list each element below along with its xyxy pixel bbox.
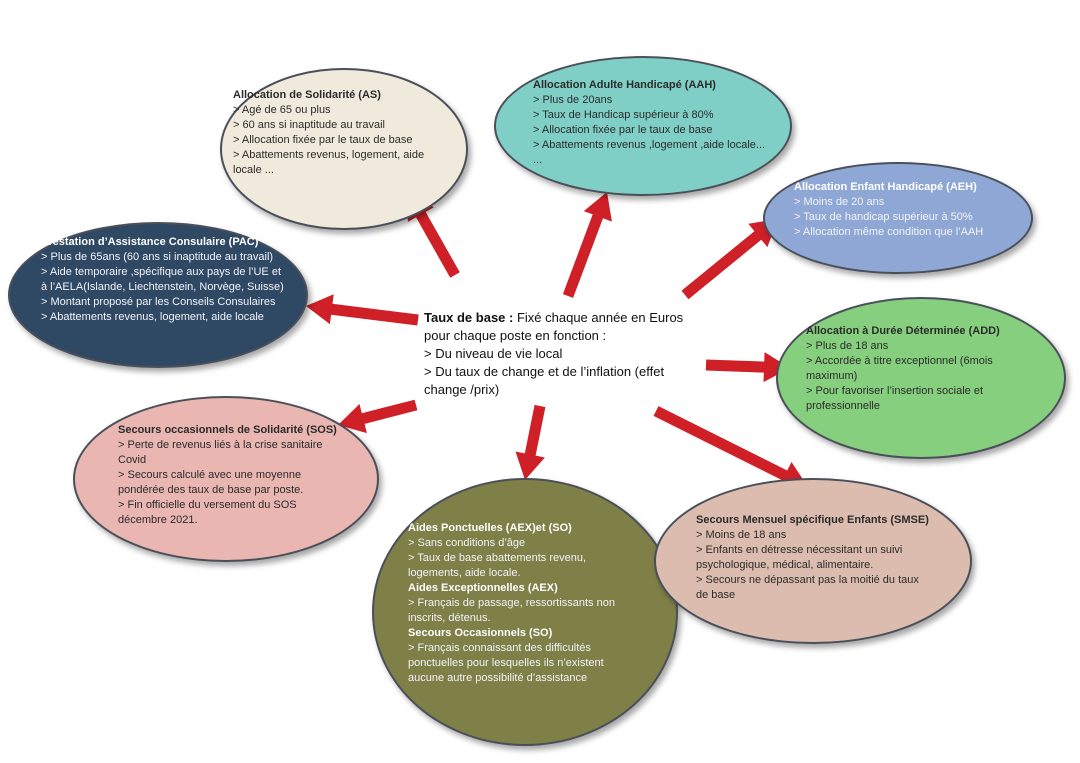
- sos-text: Secours occasionnels de Solidarité (SOS)…: [118, 423, 337, 528]
- arrow-to-sos: [338, 399, 418, 434]
- add-bubble: [776, 297, 1066, 459]
- as-line: > Agé de 65 ou plus: [233, 103, 331, 116]
- aeh-line: > Taux de handicap supérieur à 50%: [794, 210, 973, 223]
- as-title: Allocation de Solidarité (AS): [233, 89, 381, 101]
- center-line: > Du niveau de vie local: [424, 345, 563, 361]
- smse-line: > Moins de 18 ans: [696, 528, 787, 541]
- aah-bubble: [494, 56, 792, 196]
- aeh-line: > Moins de 20 ans: [794, 195, 885, 208]
- center-line: Fixé chaque année en Euros: [513, 310, 684, 325]
- pac-line: > Abattements revenus, logement, aide lo…: [41, 310, 264, 323]
- add-line: professionnelle: [806, 399, 880, 412]
- sos-line: décembre 2021.: [118, 513, 198, 526]
- arrow-to-aex: [515, 404, 546, 480]
- center-line: pour chaque poste en fonction :: [424, 327, 607, 343]
- sos-line: > Secours calculé avec une moyenne: [118, 468, 302, 481]
- arrow-to-as: [407, 192, 460, 278]
- aah-line: > Abattements revenus ,logement ,aide lo…: [533, 138, 766, 151]
- arrow-to-add: [705, 352, 790, 383]
- center-text: Taux de base : Fixé chaque année en Euro…: [424, 309, 724, 399]
- sos-line: > Fin officielle du versement du SOS: [118, 498, 297, 511]
- arrow-to-aah: [562, 192, 612, 298]
- as-line: > Abattements revenus, logement, aide: [233, 148, 425, 161]
- aex-line: > Sans conditions d’âge: [408, 536, 526, 549]
- as-line: locale ...: [233, 163, 274, 176]
- smse-line: psychologique, médical, alimentaire.: [696, 558, 874, 571]
- aex-bubble: [372, 478, 678, 746]
- add-line: maximum): [806, 369, 858, 382]
- aex-title: Aides Ponctuelles (AEX)et (SO): [408, 522, 572, 534]
- sos-bubble: [73, 396, 379, 562]
- pac-title: Prestation d’Assistance Consulaire (PAC): [41, 236, 259, 248]
- pac-line: > Aide temporaire ,spécifique aux pays d…: [41, 265, 281, 278]
- pac-line: > Montant proposé par les Conseils Consu…: [41, 295, 276, 308]
- smse-line: > Secours ne dépassant pas la moitié du …: [696, 573, 919, 586]
- add-line: > Plus de 18 ans: [806, 339, 889, 352]
- as-bubble: [220, 68, 468, 230]
- aeh-text: Allocation Enfant Handicapé (AEH) > Moin…: [794, 180, 983, 240]
- center-label: Taux de base :: [424, 310, 514, 325]
- aeh-bubble: [763, 162, 1033, 274]
- sos-line: > Perte de revenus liés à la crise sanit…: [118, 438, 323, 451]
- as-text: Allocation de Solidarité (AS) > Agé de 6…: [233, 88, 424, 178]
- sos-line: Covid: [118, 453, 147, 466]
- as-line: > Allocation fixée par le taux de base: [233, 133, 413, 146]
- smse-bubble: [654, 478, 972, 644]
- aex-line: logements, aide locale.: [408, 566, 521, 579]
- aex-exceptional-line: > Français de passage, ressortissants no…: [408, 596, 615, 609]
- add-text: Allocation à Durée Déterminée (ADD) > Pl…: [806, 324, 1000, 414]
- sos-title: Secours occasionnels de Solidarité (SOS): [118, 424, 337, 436]
- center-line-1: Taux de base : Fixé chaque année en Euro…: [424, 309, 724, 327]
- aah-line: > Plus de 20ans: [533, 93, 613, 106]
- pac-bubble: [8, 222, 308, 368]
- smse-line: > Enfants en détresse nécessitant un sui…: [696, 543, 903, 556]
- aex-line: > Taux de base abattements revenu,: [408, 551, 587, 564]
- aex-text: Aides Ponctuelles (AEX)et (SO) > Sans co…: [408, 521, 615, 685]
- pac-line: à l’AELA(Islande, Liechtenstein, Norvège…: [41, 280, 284, 293]
- aah-text: Allocation Adulte Handicapé (AAH) > Plus…: [533, 78, 765, 168]
- arrow-to-pac: [306, 294, 419, 326]
- center-line: > Du taux de change et de l’inflation (e…: [424, 363, 665, 379]
- add-line: > Accordée à titre exceptionnel (6mois: [806, 354, 993, 367]
- smse-line: de base: [696, 588, 736, 601]
- so-line: aucune autre possibilité d’assistance: [408, 671, 588, 684]
- aah-title: Allocation Adulte Handicapé (AAH): [533, 79, 716, 91]
- smse-title: Secours Mensuel spécifique Enfants (SMSE…: [696, 514, 929, 526]
- add-title: Allocation à Durée Déterminée (ADD): [806, 325, 1000, 337]
- add-line: > Pour favoriser l’insertion sociale et: [806, 384, 983, 397]
- aex-exceptional-title: Aides Exceptionnelles (AEX): [408, 581, 558, 594]
- aah-line: ...: [533, 153, 543, 166]
- smse-text: Secours Mensuel spécifique Enfants (SMSE…: [696, 513, 929, 603]
- aeh-title: Allocation Enfant Handicapé (AEH): [794, 181, 977, 193]
- pac-line: > Plus de 65ans (60 ans si inaptitude au…: [41, 250, 274, 263]
- so-line: ponctuelles pour lesquelles ils n’existe…: [408, 656, 604, 669]
- pac-text: Prestation d’Assistance Consulaire (PAC)…: [41, 235, 284, 325]
- aah-line: > Taux de Handicap supérieur à 80%: [533, 108, 714, 121]
- sos-line: pondérée des taux de base par poste.: [118, 483, 304, 496]
- aah-line: > Allocation fixée par le taux de base: [533, 123, 713, 136]
- arrow-to-aeh: [681, 219, 778, 300]
- as-line: > 60 ans si inaptitude au travail: [233, 118, 385, 131]
- so-line: > Français connaissant des difficultés: [408, 641, 591, 654]
- center-line: change /prix): [424, 381, 500, 397]
- so-title: Secours Occasionnels (SO): [408, 626, 553, 639]
- arrow-to-smse: [653, 406, 808, 489]
- aeh-line: > Allocation même condition que l’AAH: [794, 225, 984, 238]
- aex-exceptional-line: inscrits, détenus.: [408, 611, 491, 624]
